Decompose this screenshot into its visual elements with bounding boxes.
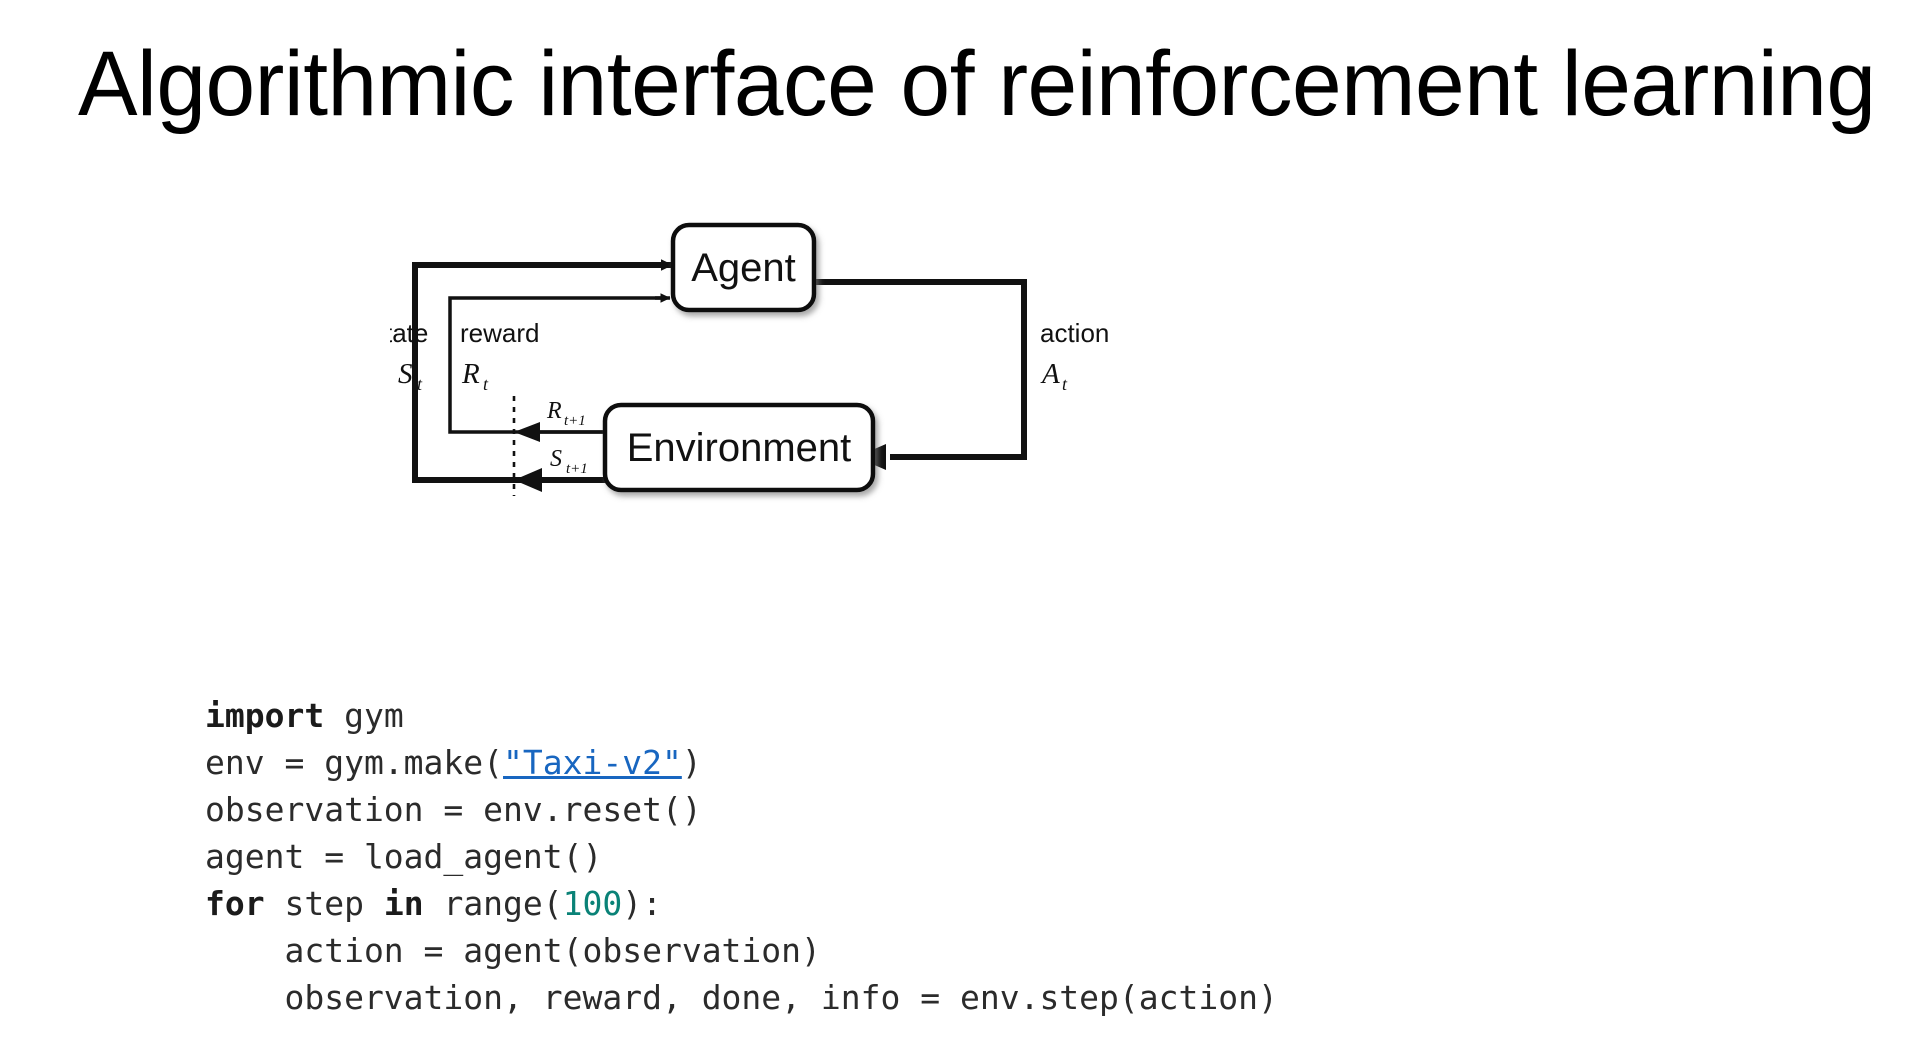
state-next-subscript: t+1 (566, 461, 588, 477)
code-token: observation, reward, done, info = env.st… (205, 978, 1278, 1017)
code-line: env = gym.make("Taxi-v2") (205, 739, 1278, 786)
code-line: observation, reward, done, info = env.st… (205, 974, 1278, 1021)
action-subscript: t (1062, 374, 1068, 394)
code-token: action = agent(observation) (205, 931, 821, 970)
code-line: agent = load_agent() (205, 833, 1278, 880)
label-state-next: S t+1 (550, 446, 588, 477)
reward-word: reward (460, 318, 539, 348)
label-reward-next: R t+1 (546, 398, 586, 429)
reward-subscript: t (483, 374, 489, 394)
node-agent: Agent (670, 222, 817, 313)
node-environment: Environment (602, 402, 876, 493)
page-title: Algorithmic interface of reinforcement l… (78, 33, 1876, 135)
reward-next-symbol: R (546, 398, 562, 424)
code-link[interactable]: "Taxi-v2" (503, 743, 682, 782)
action-word: action (1040, 318, 1109, 348)
code-line: observation = env.reset() (205, 786, 1278, 833)
code-token: observation = env.reset() (205, 790, 702, 829)
state-subscript: t (417, 374, 423, 394)
code-token: step (264, 884, 384, 923)
code-line: import gym (205, 692, 1278, 739)
agent-label: Agent (691, 246, 796, 290)
state-next-symbol: S (550, 446, 562, 472)
code-token: for (205, 884, 265, 923)
environment-label: Environment (627, 426, 852, 470)
label-state: state S t (390, 318, 428, 394)
code-token: import (205, 696, 325, 735)
rl-loop-diagram: Agent Environment state S t reward R t a… (390, 200, 1390, 530)
code-token: gym (324, 696, 404, 735)
state-symbol: S (398, 358, 413, 390)
rl-loop-svg: Agent Environment state S t reward R t a… (390, 222, 1109, 496)
code-line: for step in range(100): (205, 880, 1278, 927)
label-reward: reward R t (460, 318, 539, 394)
code-token: ) (681, 743, 702, 782)
code-token: env = gym.make( (205, 743, 504, 782)
code-token: range( (423, 884, 563, 923)
code-token: in (383, 884, 424, 923)
code-token: agent = load_agent() (205, 837, 603, 876)
reward-next-subscript: t+1 (564, 413, 586, 429)
code-line: action = agent(observation) (205, 927, 1278, 974)
state-word: state (390, 318, 428, 348)
code-token: ): (622, 884, 663, 923)
code-token: 100 (562, 884, 623, 923)
reward-symbol: R (461, 358, 480, 390)
action-symbol: A (1040, 358, 1060, 390)
label-action: action A t (1040, 318, 1109, 394)
